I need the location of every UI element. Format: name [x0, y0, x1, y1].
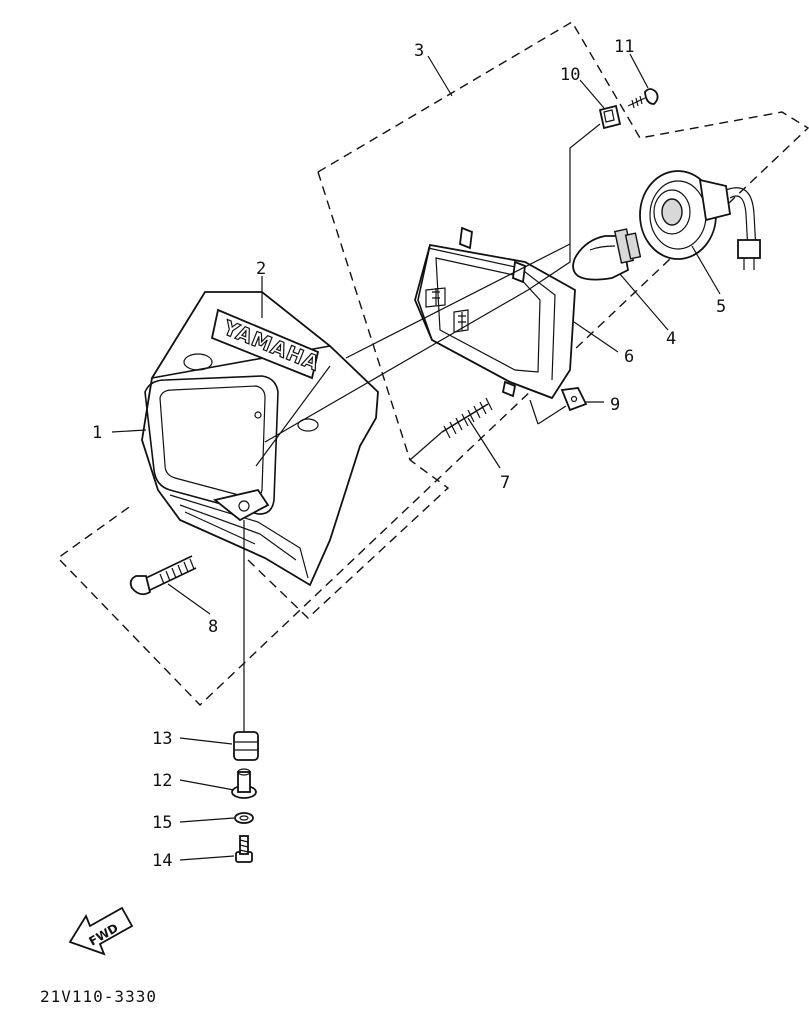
callout-8: 8 [208, 617, 218, 637]
callout-4: 4 [666, 329, 676, 349]
drawing-code: 21V110-3330 [40, 987, 157, 1006]
callout-1: 1 [92, 423, 102, 443]
callout-11: 11 [614, 37, 634, 57]
callout-14: 14 [152, 851, 172, 871]
callout-13: 13 [152, 729, 172, 749]
callout-7: 7 [500, 473, 510, 493]
grommet [233, 731, 259, 761]
callout-15: 15 [152, 813, 172, 833]
headlight-bulb [572, 228, 642, 281]
long-bolt [129, 555, 197, 596]
assembly-boundary [56, 21, 809, 706]
headlight-unit [414, 226, 576, 400]
washer [234, 812, 254, 824]
assembly-lines [243, 123, 601, 732]
callout-6: 6 [624, 347, 634, 367]
callout-12: 12 [152, 771, 172, 791]
collar [231, 768, 257, 799]
callout-10: 10 [560, 65, 580, 85]
callout-5: 5 [716, 297, 726, 317]
adjusting-spring [441, 397, 493, 439]
callout-2: 2 [256, 259, 266, 279]
callout-leaders [111, 53, 721, 861]
bulb-socket [639, 170, 761, 270]
screw-and-nut [598, 88, 659, 130]
callout-3: 3 [414, 41, 424, 61]
short-bolt [235, 835, 253, 863]
callout-9: 9 [610, 395, 620, 415]
forward-arrow: FWD [68, 906, 134, 956]
callout-labels: 1 2 3 4 5 6 7 8 9 10 11 13 12 15 14 [92, 37, 726, 871]
speed-nut [560, 387, 588, 412]
